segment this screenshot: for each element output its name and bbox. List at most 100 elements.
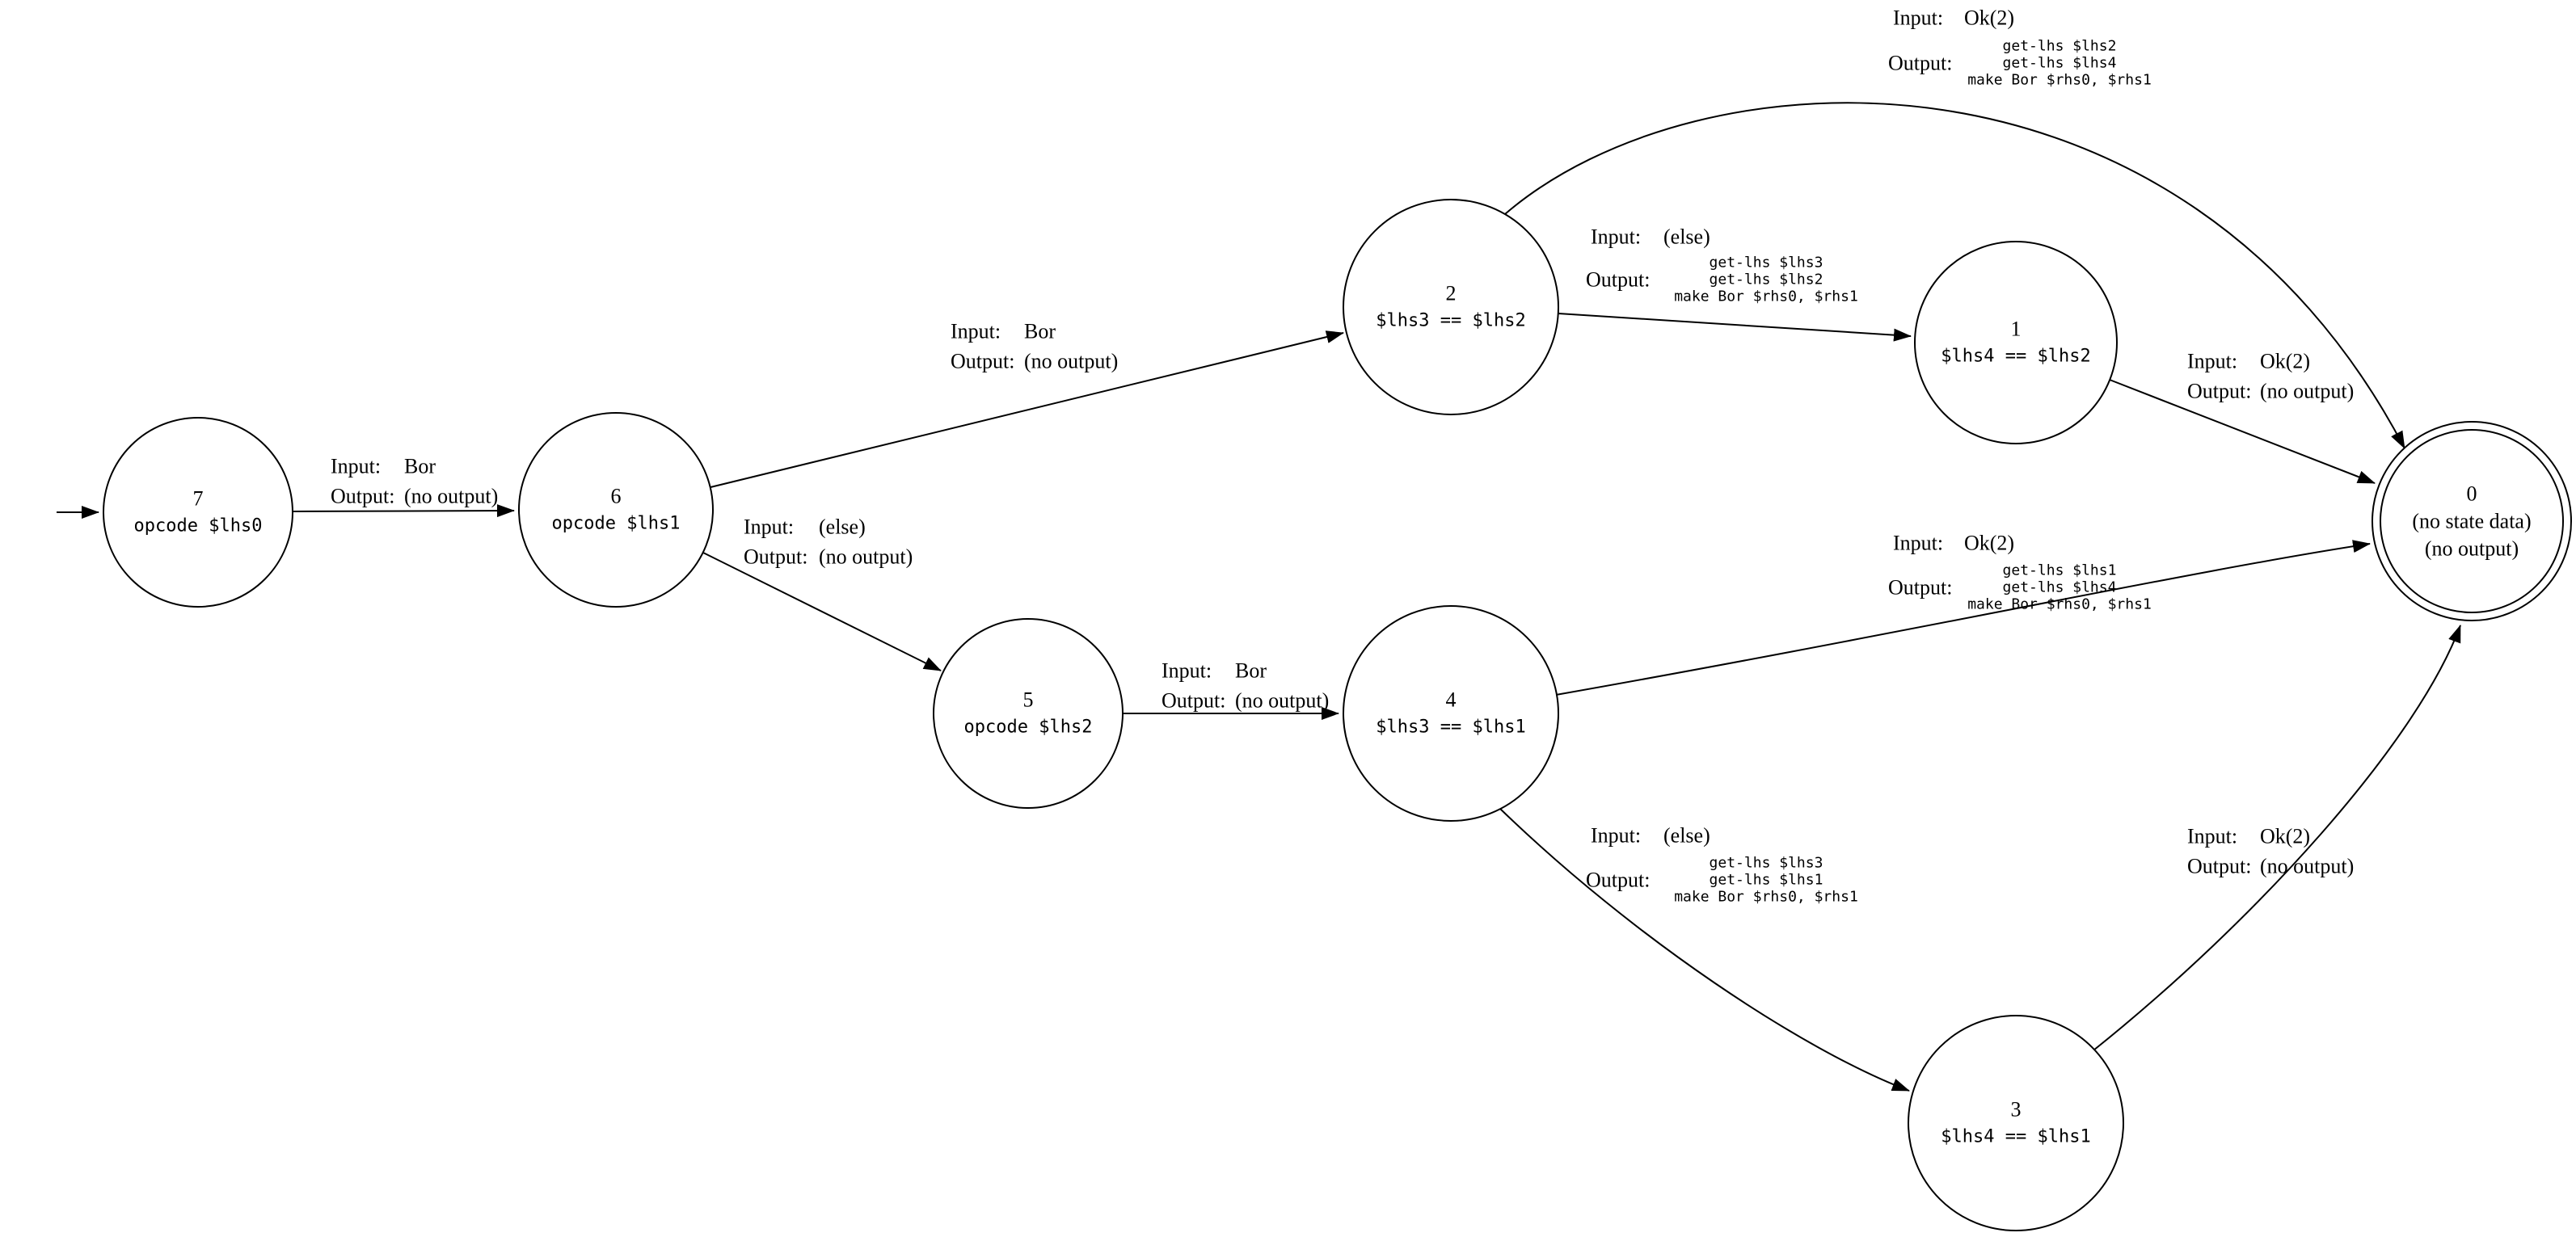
edge-6-2-output-label: Output: <box>951 350 1014 373</box>
edge-4-0 <box>1555 540 2371 696</box>
edge-6-2 <box>710 330 1344 488</box>
edge-2-0-input-value: Ok(2) <box>1964 6 2014 30</box>
edge-6-5-output-label: Output: <box>744 545 807 569</box>
edge-7-6-output-label: Output: <box>331 485 394 508</box>
edge-4-3-output-label: Output: <box>1586 869 1650 892</box>
edge-3-0-label: Input: Ok(2) Output: (no output) <box>2187 825 2354 878</box>
edge-6-5-input-label: Input: <box>744 515 794 539</box>
node-6-id: 6 <box>611 485 622 508</box>
edge-2-1-output-line-1: get-lhs $lhs3 <box>1710 255 1823 271</box>
node-4: 4 $lhs3 == $lhs1 <box>1343 605 1559 822</box>
node-1-code: $lhs4 == $lhs2 <box>1941 347 2090 367</box>
edge-5-4-input-value: Bor <box>1235 659 1267 683</box>
edge-4-0-output-line-2: get-lhs $lhs4 <box>2003 579 2117 596</box>
node-2-circle <box>1343 199 1559 415</box>
node-3: 3 $lhs4 == $lhs1 <box>1908 1015 2124 1231</box>
edge-2-1-input-label: Input: <box>1591 225 1641 249</box>
node-2: 2 $lhs3 == $lhs2 <box>1343 199 1559 415</box>
edge-2-1-input-value: (else) <box>1663 225 1710 249</box>
edge-3-0-output-label: Output: <box>2187 855 2251 878</box>
edge-4-0-output-line-1: get-lhs $lhs1 <box>2003 562 2117 579</box>
edge-4-3-output-line-3: make Bor $rhs0, $rhs1 <box>1674 889 1858 906</box>
edge-1-0 <box>2109 379 2376 484</box>
edge-1-0-input-value: Ok(2) <box>2260 350 2310 373</box>
node-6-circle <box>518 412 714 608</box>
edge-2-1-output-label: Output: <box>1586 268 1650 292</box>
node-1: 1 $lhs4 == $lhs2 <box>1914 241 2118 444</box>
edge-4-0-input-value: Ok(2) <box>1964 532 2014 555</box>
edge-4-3 <box>1499 807 1910 1092</box>
edge-5-4-input-label: Input: <box>1162 659 1212 683</box>
edge-6-5 <box>702 552 942 671</box>
edge-3-0-output-value: (no output) <box>2260 855 2354 878</box>
node-1-id: 1 <box>2011 318 2022 341</box>
edge-4-0-label: Input: Ok(2) Output: get-lhs $lhs1 get-l… <box>1888 532 2152 613</box>
node-4-circle <box>1343 605 1559 822</box>
node-0-inner-circle <box>2380 429 2564 613</box>
node-6: 6 opcode $lhs1 <box>518 412 714 608</box>
edge-6-5-output-value: (no output) <box>819 545 913 569</box>
edge-1-0-output-value: (no output) <box>2260 380 2354 403</box>
node-7-circle <box>103 417 293 608</box>
edge-2-0-input-label: Input: <box>1893 6 1943 30</box>
edge-2-1-output-line-3: make Bor $rhs0, $rhs1 <box>1674 288 1858 305</box>
edge-labels: Input: Bor Output: (no output) Input: Bo… <box>331 6 2354 906</box>
edge-4-3-input-label: Input: <box>1591 824 1641 848</box>
edge-3-0 <box>2093 625 2461 1051</box>
edge-6-5-label: Input: (else) Output: (no output) <box>744 515 913 569</box>
edge-2-1-label: Input: (else) Output: get-lhs $lhs3 get-… <box>1586 225 1858 305</box>
edge-6-5-input-value: (else) <box>819 515 866 539</box>
edges <box>57 102 2461 1092</box>
edge-4-3-input-value: (else) <box>1663 824 1710 848</box>
edge-1-0-input-label: Input: <box>2187 350 2237 373</box>
edge-1-0-output-label: Output: <box>2187 380 2251 403</box>
edge-4-3-output-line-1: get-lhs $lhs3 <box>1710 855 1823 872</box>
node-2-id: 2 <box>1446 282 1457 305</box>
node-5-code: opcode $lhs2 <box>964 717 1093 738</box>
node-0-state: (no state data) <box>2412 510 2531 533</box>
edge-2-0-label: Input: Ok(2) Output: get-lhs $lhs2 get-l… <box>1888 6 2152 89</box>
edge-6-2-input-value: Bor <box>1024 320 1056 343</box>
node-7-code: opcode $lhs0 <box>134 516 263 536</box>
edge-2-0-output-line-1: get-lhs $lhs2 <box>2003 38 2117 55</box>
edge-2-0-output-line-2: get-lhs $lhs4 <box>2003 55 2117 72</box>
node-4-code: $lhs3 == $lhs1 <box>1376 717 1525 738</box>
edge-6-2-label: Input: Bor Output: (no output) <box>951 320 1118 373</box>
node-3-id: 3 <box>2011 1098 2022 1121</box>
edge-3-0-input-value: Ok(2) <box>2260 825 2310 848</box>
edge-6-2-input-label: Input: <box>951 320 1001 343</box>
edge-2-0-output-label: Output: <box>1888 52 1952 75</box>
edge-2-1-output-line-2: get-lhs $lhs2 <box>1710 271 1823 288</box>
node-4-id: 4 <box>1446 688 1457 712</box>
node-3-code: $lhs4 == $lhs1 <box>1941 1127 2090 1147</box>
edge-1-0-label: Input: Ok(2) Output: (no output) <box>2187 350 2354 403</box>
edge-7-6-output-value: (no output) <box>404 485 498 508</box>
edge-5-4-output-label: Output: <box>1162 689 1225 713</box>
edge-4-0-input-label: Input: <box>1893 532 1943 555</box>
edge-7-6-label: Input: Bor Output: (no output) <box>331 455 498 508</box>
edge-2-1 <box>1558 313 1912 342</box>
node-1-circle <box>1914 241 2118 444</box>
node-7: 7 opcode $lhs0 <box>103 417 293 608</box>
edge-4-0-output-line-3: make Bor $rhs0, $rhs1 <box>1967 596 2152 613</box>
edge-4-3-output-line-2: get-lhs $lhs1 <box>1710 872 1823 889</box>
node-5: 5 opcode $lhs2 <box>933 618 1124 809</box>
node-0: 0 (no state data) (no output) <box>2372 421 2572 621</box>
edge-6-2-output-value: (no output) <box>1024 350 1118 373</box>
edge-5-4-output-value: (no output) <box>1235 689 1329 713</box>
nodes: 7 opcode $lhs0 6 opcode $lhs1 5 opcode $… <box>103 199 2572 1231</box>
node-5-circle <box>933 618 1124 809</box>
node-6-code: opcode $lhs1 <box>552 514 681 534</box>
edge-4-0-output-label: Output: <box>1888 576 1952 600</box>
edge-2-0 <box>1504 102 2405 449</box>
node-5-id: 5 <box>1023 688 1034 712</box>
node-0-output: (no output) <box>2425 537 2519 561</box>
edge-7-6-input-value: Bor <box>404 455 436 478</box>
edge-4-3-label: Input: (else) Output: get-lhs $lhs3 get-… <box>1586 824 1858 906</box>
edge-7-6-input-label: Input: <box>331 455 381 478</box>
node-7-id: 7 <box>193 487 204 511</box>
edge-3-0-input-label: Input: <box>2187 825 2237 848</box>
node-2-code: $lhs3 == $lhs2 <box>1376 311 1525 331</box>
